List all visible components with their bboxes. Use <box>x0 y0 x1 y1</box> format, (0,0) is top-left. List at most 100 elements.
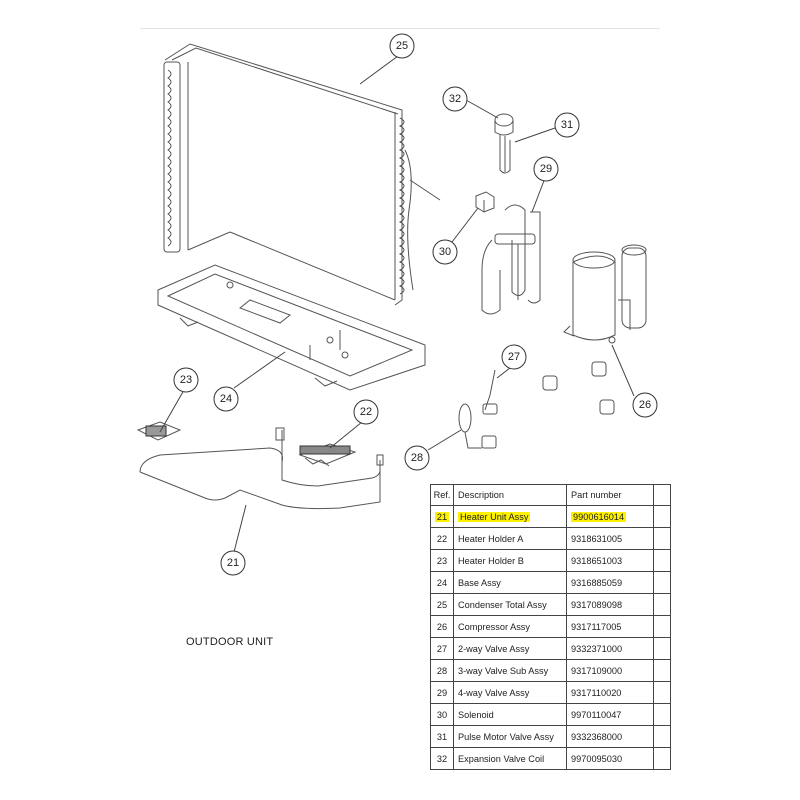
table-row: 27 2-way Valve Assy 9332371000 <box>430 637 671 660</box>
row-blank <box>653 637 671 660</box>
header-ref: Ref. <box>430 484 454 506</box>
four-way-valve-drawing <box>481 204 541 315</box>
row-blank <box>653 505 671 528</box>
row-part-number: 9317089098 <box>566 593 654 616</box>
callout-22: 22 <box>360 406 372 418</box>
table-row: 23 Heater Holder B 9318651003 <box>430 549 671 572</box>
row-description: Expansion Valve Coil <box>453 747 567 770</box>
row-blank <box>653 747 671 770</box>
callout-28: 28 <box>411 452 423 464</box>
row-ref: 31 <box>430 725 454 748</box>
row-description: Solenoid <box>453 703 567 726</box>
callout-23-circle <box>173 367 199 393</box>
table-row: 32 Expansion Valve Coil 9970095030 <box>430 747 671 770</box>
table-row: 29 4-way Valve Assy 9317110020 <box>430 681 671 704</box>
table-row: 31 Pulse Motor Valve Assy 9332368000 <box>430 725 671 748</box>
row-ref: 32 <box>430 747 454 770</box>
row-description: 3-way Valve Sub Assy <box>453 659 567 682</box>
leader-lines <box>159 55 635 553</box>
parts-table: Ref. Description Part number 21 Heater U… <box>430 484 671 770</box>
callouts <box>173 33 658 576</box>
callout-24: 24 <box>220 393 232 405</box>
compressor-drawing <box>542 244 647 415</box>
table-row: 24 Base Assy 9316885059 <box>430 571 671 594</box>
row-part-number: 9900616014 <box>566 505 654 528</box>
row-part-number: 9317117005 <box>566 615 654 638</box>
callout-28-circle <box>404 445 430 471</box>
row-ref: 21 <box>430 505 454 528</box>
row-description: Pulse Motor Valve Assy <box>453 725 567 748</box>
callout-25-circle <box>389 33 415 59</box>
callout-29: 29 <box>540 163 552 175</box>
row-ref: 26 <box>430 615 454 638</box>
row-description: Compressor Assy <box>453 615 567 638</box>
row-description: 2-way Valve Assy <box>453 637 567 660</box>
callout-32-circle <box>442 86 468 112</box>
row-part-number: 9317110020 <box>566 681 654 704</box>
row-blank <box>653 571 671 594</box>
parts-table-body: 21 Heater Unit Assy 9900616014 22 Heater… <box>430 505 671 770</box>
header-part-number: Part number <box>566 484 654 506</box>
row-description: 4-way Valve Assy <box>453 681 567 704</box>
row-part-number: 9332368000 <box>566 725 654 748</box>
row-blank <box>653 615 671 638</box>
table-row: 22 Heater Holder A 9318631005 <box>430 527 671 550</box>
callout-21: 21 <box>227 557 239 569</box>
heater-holder-a-drawing <box>298 443 357 467</box>
callout-31-circle <box>554 112 580 138</box>
table-row: 21 Heater Unit Assy 9900616014 <box>430 505 671 528</box>
header-blank <box>653 484 671 506</box>
table-row: 25 Condenser Total Assy 9317089098 <box>430 593 671 616</box>
row-ref: 25 <box>430 593 454 616</box>
table-row: 28 3-way Valve Sub Assy 9317109000 <box>430 659 671 682</box>
callout-27-circle <box>501 344 527 370</box>
heater-holder-b-drawing <box>136 421 182 441</box>
solenoid-drawing <box>475 191 495 213</box>
row-description: Heater Holder B <box>453 549 567 572</box>
row-part-number: 9317109000 <box>566 659 654 682</box>
row-part-number: 9318631005 <box>566 527 654 550</box>
row-description: Heater Holder A <box>453 527 567 550</box>
row-ref: 28 <box>430 659 454 682</box>
base-drawing <box>157 264 426 391</box>
header-description: Description <box>453 484 567 506</box>
row-blank <box>653 527 671 550</box>
callout-25: 25 <box>396 40 408 52</box>
row-blank <box>653 725 671 748</box>
row-part-number: 9970110047 <box>566 703 654 726</box>
callout-24-circle <box>213 386 239 412</box>
condenser-drawing <box>163 43 441 306</box>
row-blank <box>653 659 671 682</box>
section-label: OUTDOOR UNIT <box>186 636 274 648</box>
row-part-number: 9332371000 <box>566 637 654 660</box>
row-ref: 27 <box>430 637 454 660</box>
row-ref: 22 <box>430 527 454 550</box>
row-part-number: 9316885059 <box>566 571 654 594</box>
valve-coil-drawing <box>494 113 514 174</box>
callout-30-circle <box>432 239 458 265</box>
callout-23: 23 <box>180 374 192 386</box>
callout-26: 26 <box>639 399 651 411</box>
callout-32: 32 <box>449 93 461 105</box>
row-ref: 30 <box>430 703 454 726</box>
row-description: Condenser Total Assy <box>453 593 567 616</box>
row-description: Heater Unit Assy <box>453 505 567 528</box>
table-row: 30 Solenoid 9970110047 <box>430 703 671 726</box>
row-part-number: 9318651003 <box>566 549 654 572</box>
row-blank <box>653 549 671 572</box>
row-blank <box>653 703 671 726</box>
callout-29-circle <box>533 156 559 182</box>
callout-26-circle <box>632 392 658 418</box>
heater-unit-drawing <box>139 427 384 510</box>
row-ref: 23 <box>430 549 454 572</box>
row-description: Base Assy <box>453 571 567 594</box>
callout-22-circle <box>353 399 379 425</box>
valves-drawing <box>458 369 498 449</box>
row-ref: 24 <box>430 571 454 594</box>
top-divider <box>140 28 660 29</box>
callout-30: 30 <box>439 246 451 258</box>
row-ref: 29 <box>430 681 454 704</box>
row-blank <box>653 681 671 704</box>
